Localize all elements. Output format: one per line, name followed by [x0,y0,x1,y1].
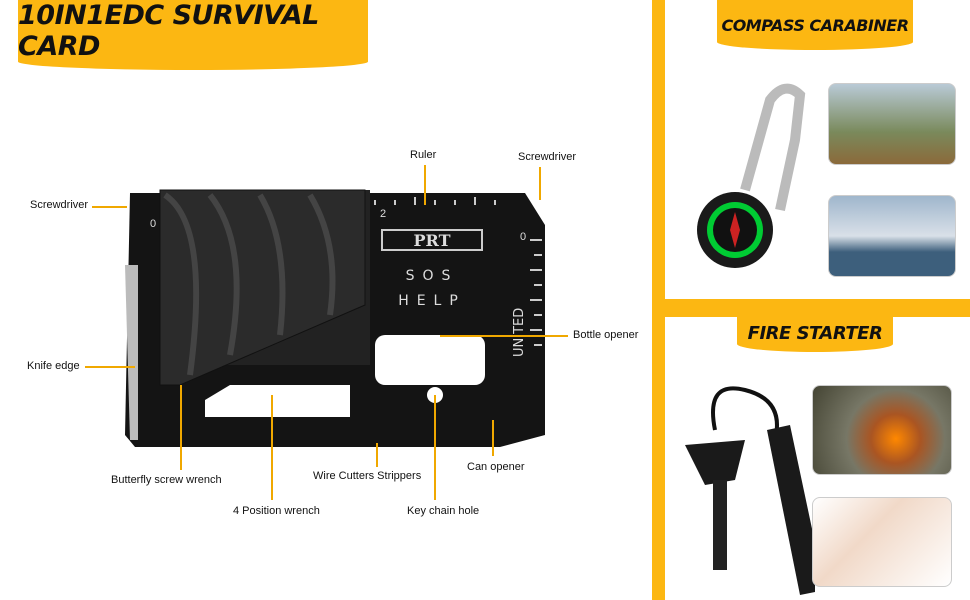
label-wire-cutters: Wire Cutters Strippers [313,470,422,482]
fire-starter-image [685,386,815,595]
ruler-mark: 0 [150,218,156,230]
fire-section-title: FIRE STARTER [737,314,893,352]
label-knife-edge: Knife edge [27,360,80,372]
label-butterfly-wrench: Butterfly screw wrench [111,474,222,486]
card-sos: SOS [406,268,459,284]
leader-line [539,167,541,200]
label-ruler: Ruler [410,149,437,161]
survival-card-image: PRT SOS HELP UNITED 0 2 0 [125,189,545,447]
leader-line [180,385,182,470]
label-screwdriver-left: Screwdriver [30,199,89,211]
leader-line [440,335,568,337]
hiker-photo [828,83,956,165]
card-help: HELP [398,293,466,309]
label-4-position-wrench: 4 Position wrench [233,505,320,517]
leader-line [492,420,494,456]
leader-line [271,395,273,500]
label-bottle-opener: Bottle opener [573,329,639,341]
divider-horizontal [665,299,970,317]
leader-line [424,165,426,205]
label-key-chain-hole: Key chain hole [407,505,480,517]
ruler-mark: 0 [520,231,526,243]
page-title: 10IN1EDC SURVIVAL CARD [18,0,368,70]
card-brand: PRT [414,231,451,250]
label-can-opener: Can opener [467,461,525,473]
leader-line [434,395,436,500]
compass-section-title: COMPASS CARABINER [717,0,913,50]
card-united: UNITED [512,308,527,357]
sailing-photo [828,195,956,277]
leader-line [376,443,378,467]
divider-vertical [652,0,665,600]
label-screwdriver-right: Screwdriver [518,151,577,163]
leader-line [85,366,135,368]
leader-line [92,206,127,208]
compass-carabiner-image [697,83,806,268]
campfire-photo [812,385,952,475]
hand-using-fire-starter-photo [812,497,952,587]
ruler-mark: 2 [380,208,386,220]
